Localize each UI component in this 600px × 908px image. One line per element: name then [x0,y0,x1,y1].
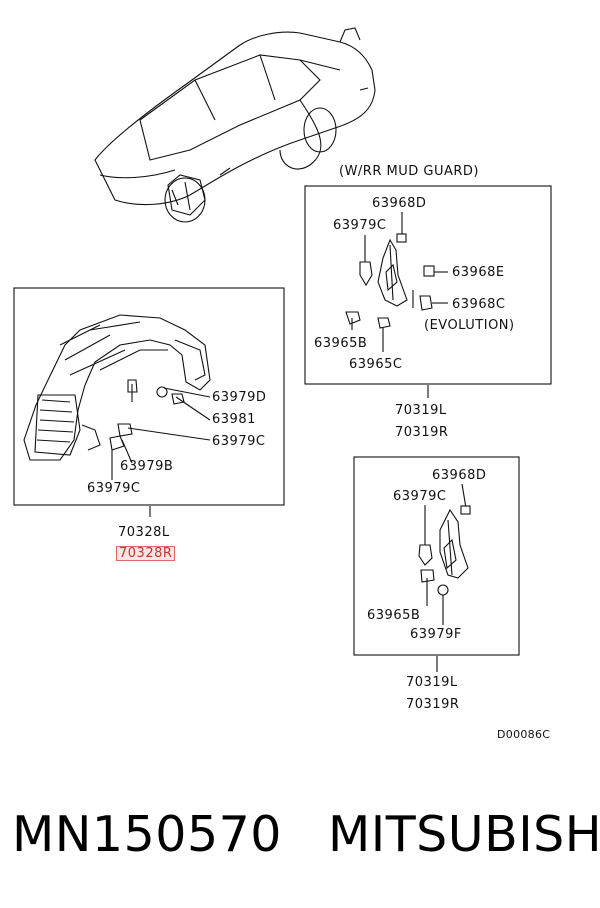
part-number-70319R: 70319R [406,697,460,712]
callout-63981: 63981 [212,412,256,427]
callout-63979C: 63979C [333,218,387,233]
mud-guard-heading: (W/RR MUD GUARD) [339,164,479,179]
part-number-70328R-highlighted[interactable]: 70328R [116,546,176,561]
mud-guard-upper [377,238,408,307]
part-number-70319L: 70319L [406,675,458,690]
callout-63979D: 63979D [212,390,267,405]
callout-63965C: 63965C [349,357,403,372]
footer: MN150570 MITSUBISHI [12,806,600,863]
callout-63979C-lower: 63979C [87,481,141,496]
footer-brand: MITSUBISHI [327,806,600,863]
callout-63979B: 63979B [120,459,174,474]
callout-63968D: 63968D [432,468,487,483]
part-number-70328L: 70328L [118,525,170,540]
car-illustration [94,27,376,223]
callout-63965B: 63965B [314,336,368,351]
callout-63979F: 63979F [410,627,462,642]
part-number-70319L: 70319L [395,403,447,418]
inner-fender-liner [23,314,211,461]
callout-63979C: 63979C [393,489,447,504]
footer-part-number: MN150570 [12,806,282,863]
part-number-70319R: 70319R [395,425,449,440]
diagram-code: D00086C [497,728,551,741]
callout-63968C: 63968C [452,297,506,312]
callout-63965B: 63965B [367,608,421,623]
evolution-note: (EVOLUTION) [424,318,515,333]
callout-63968E: 63968E [452,265,505,280]
mud-guard-lower [439,508,469,579]
callout-63968D: 63968D [372,196,427,211]
callout-63979C: 63979C [212,434,266,449]
